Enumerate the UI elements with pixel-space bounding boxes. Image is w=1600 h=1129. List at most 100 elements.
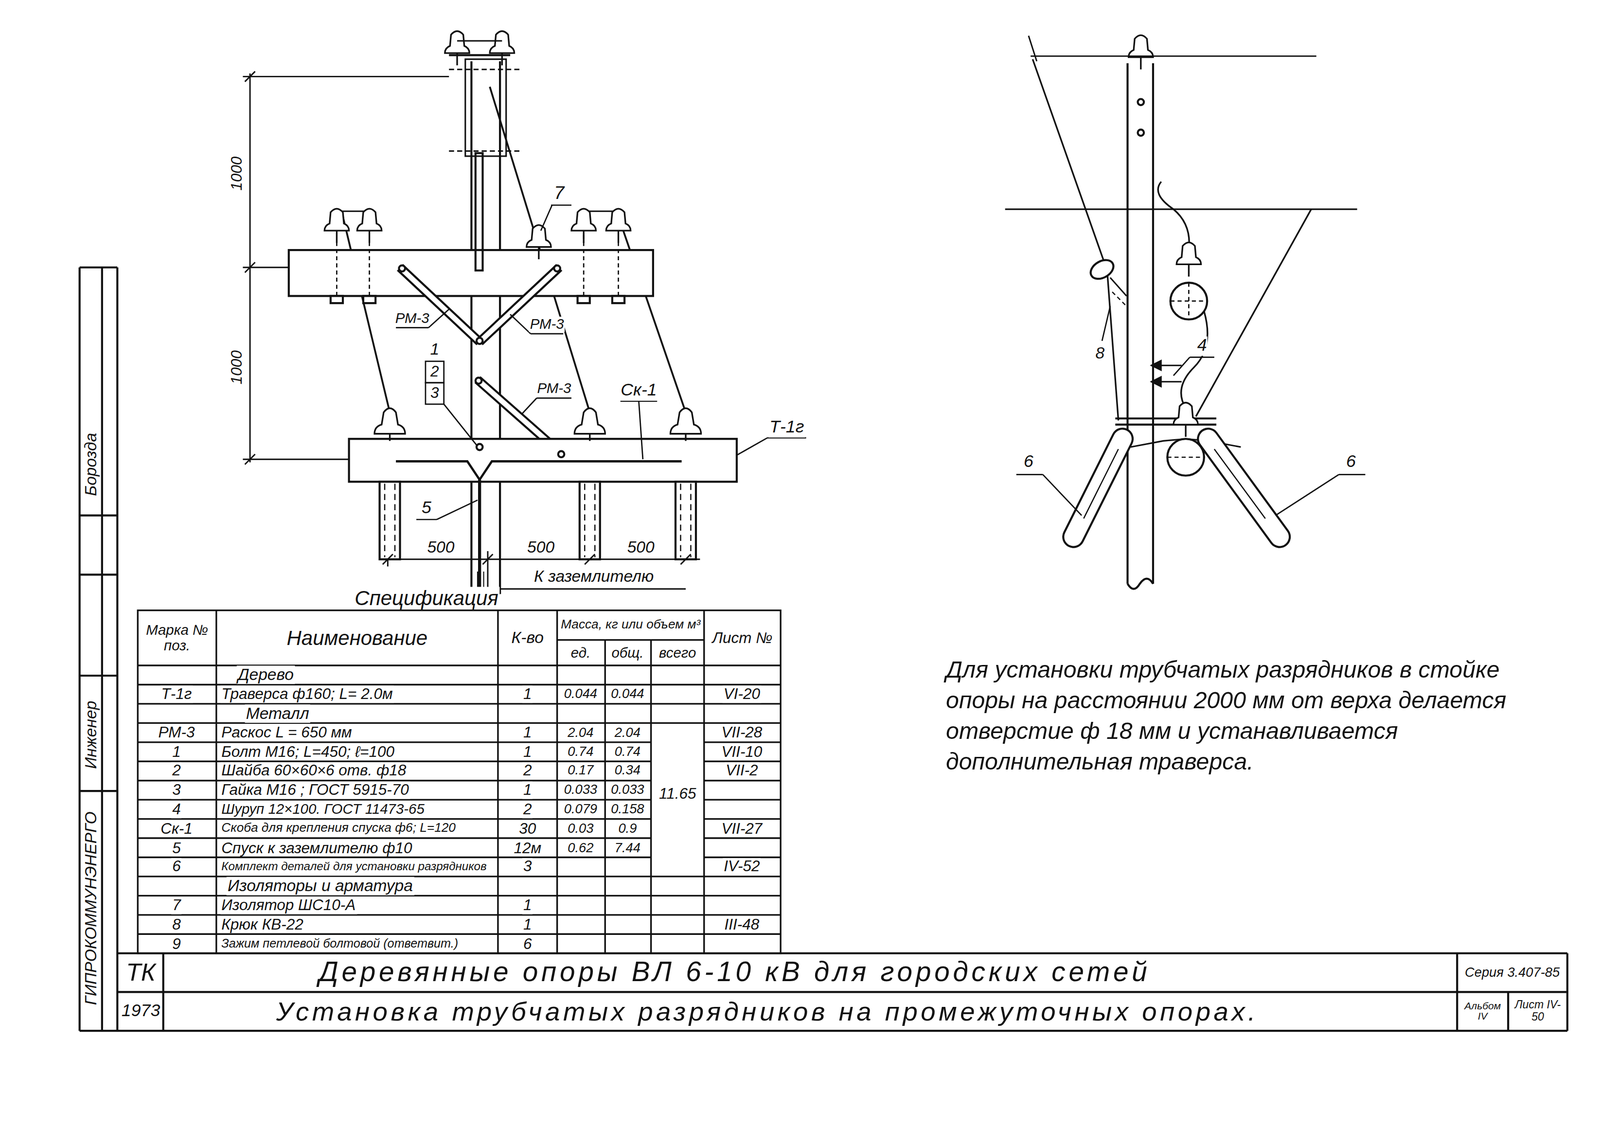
spec-table-grid bbox=[137, 610, 781, 954]
left-pole-view bbox=[342, 216, 391, 413]
table-cell: Ск-1 bbox=[159, 819, 194, 837]
dimension-lines bbox=[487, 587, 686, 590]
margin-stamp: ГИПРОКОММУНЭНЕРГО bbox=[81, 810, 100, 1006]
right-pole-view bbox=[1126, 63, 1129, 584]
note-text: Для установки трубчатых разрядников в ст… bbox=[944, 655, 1509, 778]
left-pole-view bbox=[476, 337, 483, 345]
right-pole-view bbox=[1110, 277, 1127, 297]
table-section: Изоляторы и арматура bbox=[226, 876, 414, 895]
spec-table-grid bbox=[137, 664, 781, 666]
leader-lines bbox=[1016, 305, 1366, 516]
table-cell: 3 bbox=[171, 781, 182, 799]
spec-table-grid bbox=[704, 741, 781, 743]
dimension-lines bbox=[242, 458, 349, 461]
left-pole-view bbox=[457, 39, 502, 42]
left-pole-view bbox=[448, 53, 511, 56]
left-pole-view bbox=[489, 31, 515, 66]
table-header: всего bbox=[657, 645, 697, 661]
table-header: Лист № bbox=[704, 610, 781, 666]
left-pole-view bbox=[374, 408, 406, 441]
left-pole-view bbox=[690, 483, 692, 558]
sheet-frame bbox=[101, 267, 104, 1031]
spec-table-grid bbox=[137, 702, 781, 705]
table-cell: VI-20 bbox=[722, 685, 762, 703]
callout-number: 2 bbox=[429, 362, 441, 380]
right-pole-view bbox=[1005, 35, 1358, 589]
spec-table-grid bbox=[556, 610, 558, 954]
sheet-frame bbox=[79, 674, 118, 677]
table-cell: 0.044 bbox=[563, 686, 599, 702]
spec-table-grid bbox=[137, 722, 781, 724]
spec-table-grid bbox=[137, 779, 651, 782]
left-pole-view bbox=[675, 481, 696, 559]
table-header: Масса, кг или объем м³ bbox=[557, 610, 705, 640]
left-pole-view bbox=[288, 249, 654, 296]
callout-number: 7 bbox=[552, 183, 566, 205]
table-cell: 9 bbox=[171, 935, 182, 953]
leader-lines bbox=[638, 401, 643, 460]
table-header: К-во bbox=[510, 628, 545, 647]
leader-lines bbox=[540, 205, 552, 231]
callout-number: 3 bbox=[429, 384, 441, 402]
table-heading: Спецификация bbox=[353, 586, 500, 609]
left-pole-view bbox=[395, 461, 682, 480]
left-pole-view bbox=[594, 483, 596, 558]
sheet-frame bbox=[117, 990, 1568, 993]
right-pole-view bbox=[1151, 360, 1162, 371]
table-cell: 0.03 bbox=[566, 820, 595, 836]
sheet-frame bbox=[79, 573, 118, 576]
dimension-lines bbox=[242, 71, 700, 589]
table-cell: Зажим петлевой болтовой (ответвит.) bbox=[220, 936, 460, 951]
part-mark: РМ-3 bbox=[535, 380, 572, 397]
left-pole-view bbox=[444, 31, 470, 66]
right-pole-view bbox=[1130, 438, 1186, 447]
title-block-cell: Серия 3.407-85 bbox=[1457, 953, 1568, 993]
table-cell: 0.74 bbox=[566, 744, 595, 760]
left-pole-view bbox=[475, 377, 482, 384]
left-pole-view bbox=[398, 265, 406, 272]
margin-stamp: Инженер bbox=[81, 699, 100, 770]
spec-table-grid bbox=[137, 760, 651, 763]
table-cell: Шуруп 12×100. ГОСТ 11473-65 bbox=[220, 801, 426, 818]
table-cell: Раскос L = 650 мм bbox=[220, 724, 354, 742]
right-pole-view bbox=[1208, 438, 1280, 537]
sheet-frame bbox=[79, 1029, 1568, 1032]
spec-table-grid bbox=[703, 610, 705, 954]
table-cell: 2 bbox=[522, 800, 534, 818]
table-section: Металл bbox=[245, 704, 311, 723]
table-header: общ. bbox=[610, 645, 645, 661]
table-cell: 30 bbox=[517, 819, 537, 837]
table-cell: Скоба для крепления спуска ф6; L=120 bbox=[220, 821, 457, 836]
table-header: Марка № поз. bbox=[137, 610, 217, 666]
right-pole-view bbox=[1083, 448, 1119, 519]
leader-lines bbox=[1173, 356, 1191, 376]
left-pole-view bbox=[618, 216, 686, 413]
title-block-cell: Лист IV-50 bbox=[1508, 991, 1568, 1031]
right-pole-view bbox=[1195, 209, 1312, 417]
table-cell: 0.17 bbox=[566, 763, 595, 779]
dimension-label: 1000 bbox=[228, 349, 246, 386]
right-pole-view bbox=[1115, 417, 1217, 420]
left-pole-view bbox=[399, 267, 480, 342]
leader-lines bbox=[510, 314, 531, 334]
spec-table-grid bbox=[137, 836, 651, 839]
table-cell: 0.9 bbox=[617, 820, 638, 836]
left-pole-view bbox=[394, 483, 396, 558]
spec-table-grid bbox=[137, 856, 651, 858]
callout-number: 8 bbox=[1094, 344, 1106, 363]
dimension-lines bbox=[245, 262, 256, 273]
spec-table-grid bbox=[215, 610, 217, 954]
right-pole-view bbox=[1170, 282, 1208, 320]
right-pole-view bbox=[1073, 438, 1123, 537]
table-cell: 0.34 bbox=[613, 763, 642, 779]
left-pole-view bbox=[679, 483, 682, 558]
left-pole-view bbox=[553, 265, 561, 272]
leader-lines bbox=[425, 382, 445, 405]
table-cell: Гайка М16 ; ГОСТ 5915-70 bbox=[220, 781, 410, 799]
callout-number: 6 bbox=[1022, 452, 1035, 472]
table-cell: Изолятор ШС10-А bbox=[220, 896, 357, 914]
dimension-label: 500 bbox=[626, 537, 656, 556]
table-cell: 6 bbox=[522, 935, 534, 953]
dimension-lines bbox=[486, 551, 489, 589]
dimension-lines bbox=[245, 71, 256, 82]
